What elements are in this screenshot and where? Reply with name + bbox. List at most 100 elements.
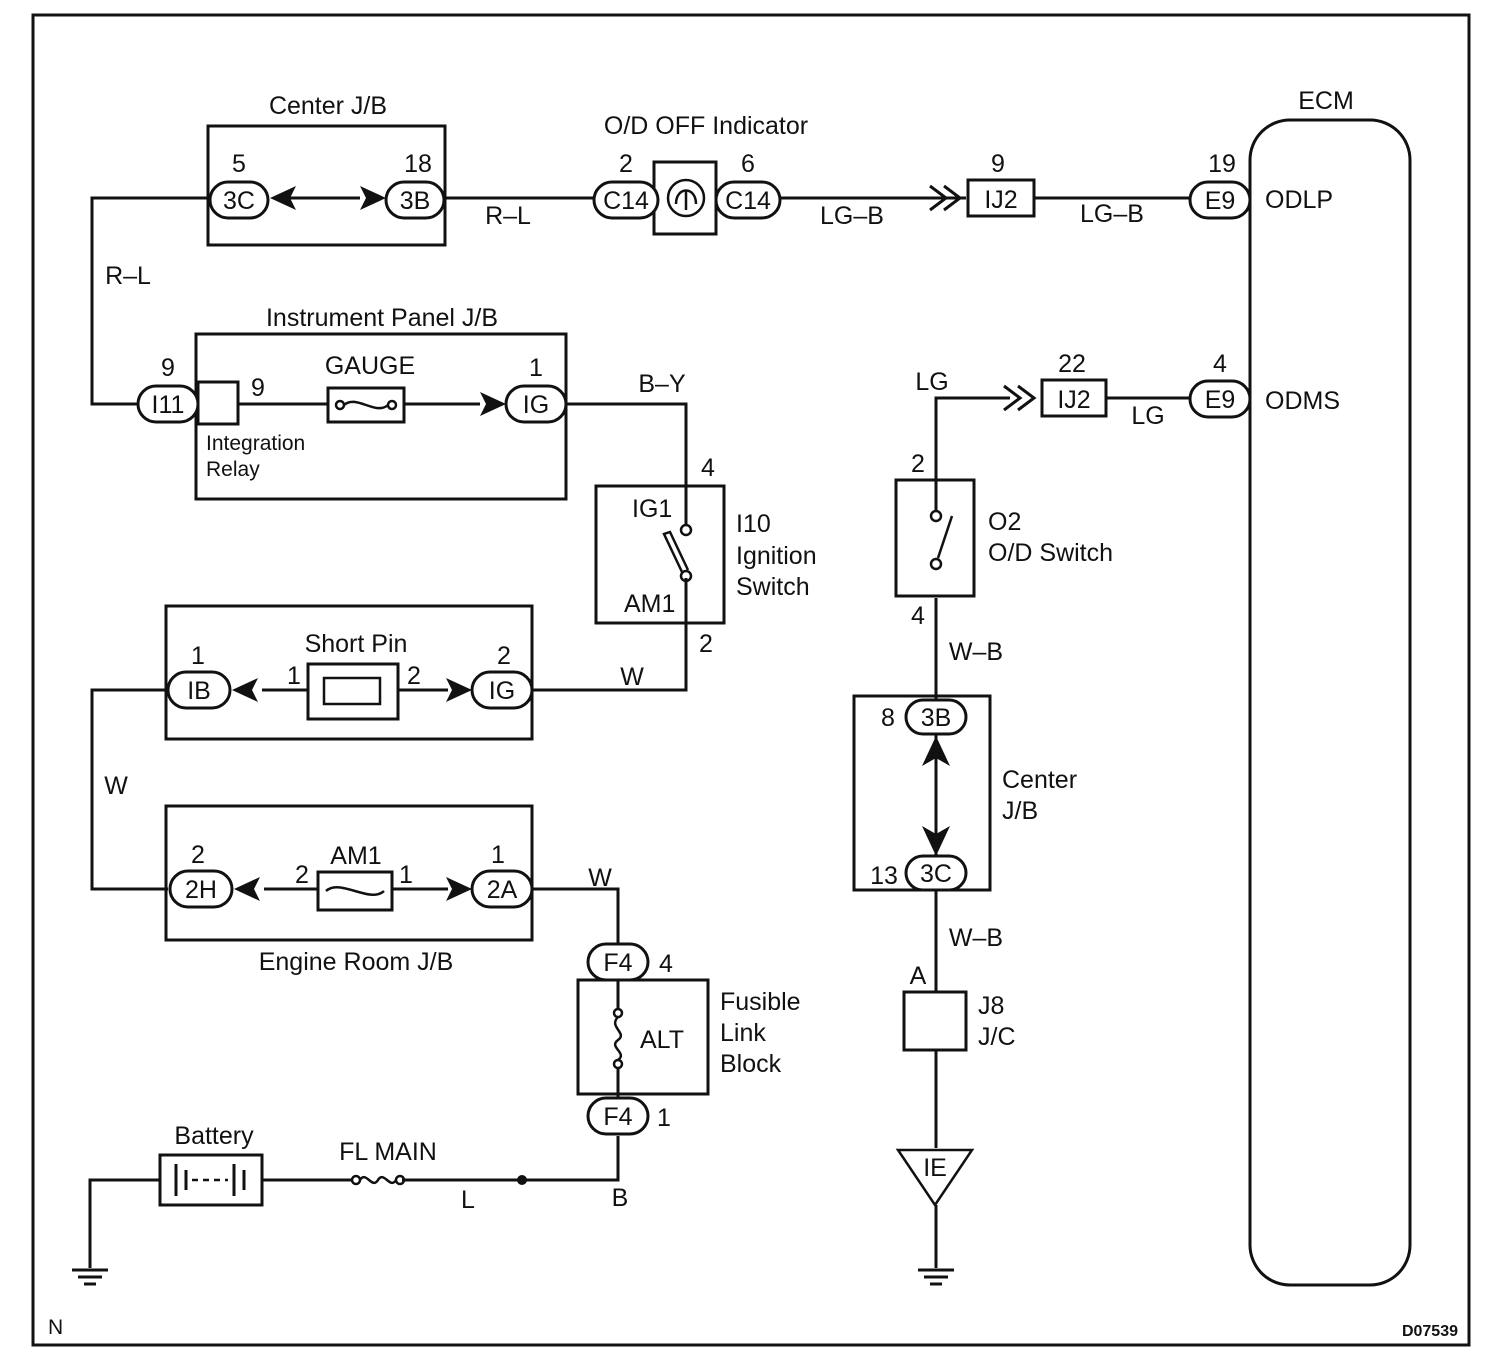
- center-jb-top: Center J/B 3C 3B 5 18: [206, 92, 447, 247]
- center-jb-right: 3B 8 3C 13 Center J/B: [852, 694, 1077, 892]
- ignition-id-label: I10: [736, 510, 771, 538]
- pin-label: 9: [161, 354, 175, 382]
- junction-connector-j8: A J8 J/C: [902, 962, 1016, 1052]
- center-jb-right-label: J/B: [1002, 797, 1038, 825]
- connector-ij2-top-group: IJ2 9: [929, 150, 1036, 218]
- pin-label: 5: [232, 150, 246, 178]
- connector-e9-mid-label: E9: [1205, 386, 1236, 414]
- chevron-right-icon: [929, 184, 949, 212]
- connector-2a: [470, 869, 534, 909]
- wire-label: LG–B: [1080, 200, 1144, 228]
- pin-label: 4: [1213, 350, 1227, 378]
- connector-3b-right-label: 3B: [921, 704, 952, 732]
- pin-label: 2: [191, 841, 205, 869]
- connector-c14-b: [714, 180, 782, 220]
- ignition-label: Ignition: [736, 542, 817, 570]
- gauge-fuse-label: GAUGE: [325, 352, 415, 380]
- connector-2h-label: 2H: [185, 876, 217, 904]
- switch-icon: [936, 515, 954, 559]
- connector-ij2-top-label: IJ2: [984, 186, 1017, 214]
- center-jb-right-label: Center: [1002, 766, 1077, 794]
- battery: Battery FL MAIN L B: [158, 1122, 628, 1214]
- od-off-indicator: O/D OFF Indicator C14 C14 2 6: [592, 112, 808, 236]
- pin-label: 2: [295, 861, 309, 889]
- pin-label: 4: [911, 602, 925, 630]
- pin-label: 1: [191, 642, 205, 670]
- wire-label: LG: [1131, 402, 1164, 430]
- battery-label: Battery: [174, 1122, 254, 1150]
- od-switch-label: O/D Switch: [988, 539, 1113, 567]
- arrow-left-icon: [270, 186, 296, 210]
- connector-ij2-mid: [1040, 378, 1108, 418]
- od-off-indicator-label: O/D OFF Indicator: [604, 112, 808, 140]
- connector-ij2-top: [966, 178, 1036, 218]
- pin-label: 2: [911, 450, 925, 478]
- ecm-label: ECM: [1298, 87, 1354, 115]
- wire-label: R–L: [105, 262, 151, 290]
- connector-3b-top: [384, 180, 446, 220]
- pin-label: 9: [251, 374, 265, 402]
- connector-ig-ip: [504, 384, 568, 424]
- connector-ig-sp-label: IG: [489, 677, 515, 705]
- connector-3c-top-label: 3C: [223, 187, 255, 215]
- arrow-right-icon: [360, 186, 386, 210]
- connector-ij2-mid-group: IJ2 22: [1003, 350, 1108, 418]
- am1-fuse: [316, 870, 394, 912]
- wire-label: L: [461, 1186, 475, 1214]
- pin-label: 8: [881, 704, 895, 732]
- connector-i11-label: I11: [152, 391, 185, 419]
- short-pin: [306, 662, 400, 721]
- connector-f4-bot-label: F4: [603, 1103, 632, 1131]
- instrument-panel-jb-label: Instrument Panel J/B: [266, 304, 498, 332]
- wire-label: R–L: [485, 202, 531, 230]
- connector-e9-top-label: E9: [1205, 187, 1236, 215]
- odms-label: ODMS: [1265, 387, 1340, 415]
- pin-label: 2: [497, 642, 511, 670]
- indicator-bulb-icon: [666, 178, 706, 218]
- ground-icon: [72, 1268, 108, 1286]
- pin-label: 1: [399, 861, 413, 889]
- pin-label: 1: [529, 354, 543, 382]
- ignition-switch: 4 IG1 AM1 2 I10 Ignition Switch: [594, 454, 817, 658]
- connector-e9-top: [1188, 180, 1252, 220]
- odlp-label: ODLP: [1265, 186, 1333, 214]
- pin-label: 1: [491, 841, 505, 869]
- wire-label: W–B: [949, 924, 1003, 952]
- pin-label: 4: [659, 950, 673, 978]
- arrow-right-icon: [480, 392, 506, 416]
- footer-left-label: N: [48, 1316, 63, 1339]
- wire-label: W–B: [949, 638, 1003, 666]
- ground-ie-label: IE: [923, 1154, 947, 1182]
- arrow-down-icon: [922, 826, 950, 856]
- arrow-right-icon: [446, 877, 472, 901]
- integration-relay-label: Integration: [206, 432, 305, 455]
- pin-label: 13: [870, 862, 898, 890]
- arrow-right-icon: [446, 678, 472, 702]
- ignition-label: Switch: [736, 573, 810, 601]
- chevron-right-icon: [1017, 384, 1037, 412]
- short-pin-jb: Short Pin IB 1 1 2 IG 2: [164, 604, 534, 741]
- ground-point-ie: IE: [895, 1148, 975, 1208]
- connector-2h: [168, 869, 234, 909]
- pin-label: 9: [991, 150, 1005, 178]
- integration-relay: [196, 380, 240, 426]
- pin-label: 19: [1208, 150, 1236, 178]
- short-pin-label: Short Pin: [305, 630, 408, 658]
- ig1-label: IG1: [632, 495, 672, 523]
- connector-3c-right: [904, 854, 968, 892]
- arrow-left-icon: [232, 678, 258, 702]
- pin-label: 2: [619, 150, 633, 178]
- pin-label: 1: [657, 1104, 671, 1132]
- fl-main-label: FL MAIN: [339, 1138, 437, 1166]
- connector-c14-b-label: C14: [725, 187, 771, 215]
- wire-label: B–Y: [638, 370, 686, 398]
- connector-ib: [166, 670, 232, 710]
- fusible-label: Fusible: [720, 988, 801, 1016]
- fusible-link-icon: [358, 1175, 398, 1185]
- connector-f4-bot: [586, 1096, 650, 1136]
- am1-switch-label: AM1: [624, 590, 675, 618]
- od-switch: 2 4 O2 O/D Switch: [894, 450, 1113, 630]
- pin-label: 2: [407, 662, 421, 690]
- switch-icon: [662, 530, 690, 573]
- fuse-icon: [343, 400, 389, 410]
